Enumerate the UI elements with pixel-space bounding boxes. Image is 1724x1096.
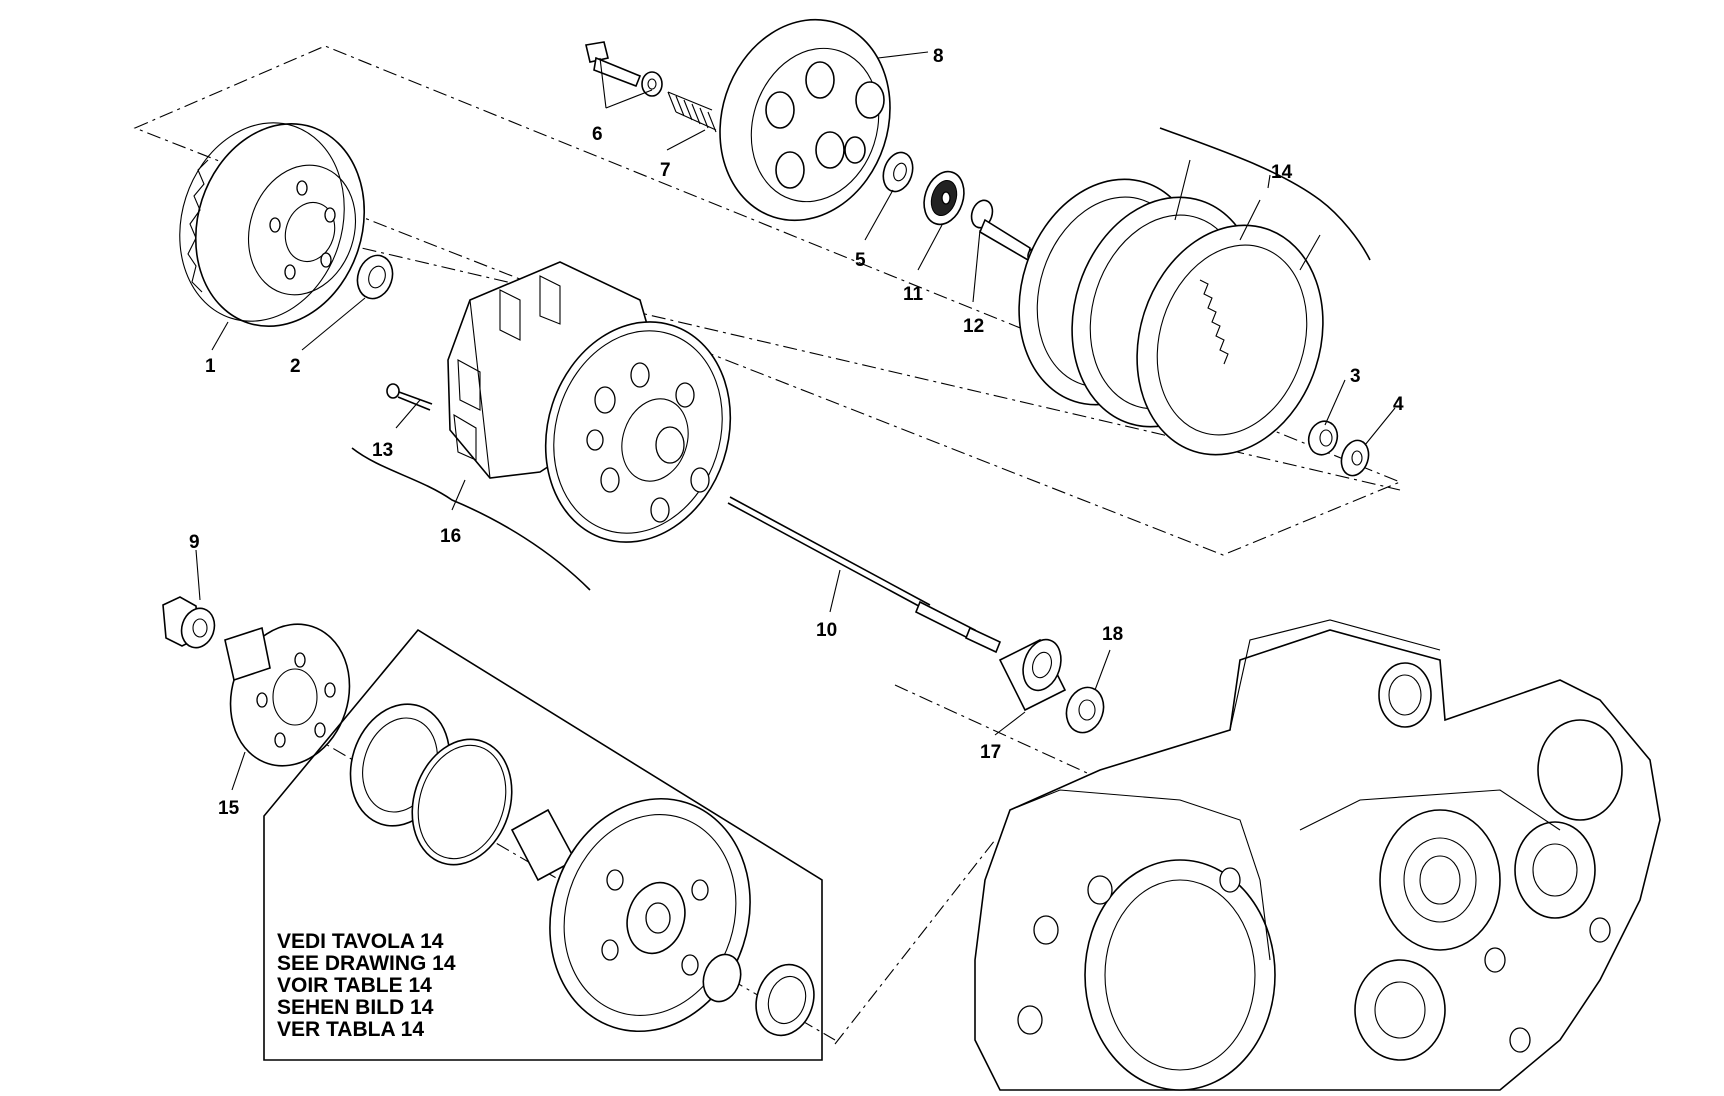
label-part-9: 9 [189,532,200,553]
part-labels: 1 2 3 4 5 6 7 8 9 10 11 12 13 14 15 16 1… [189,46,1404,819]
part-11-thrust-bearing [923,170,965,226]
assembly-outline [133,45,1402,556]
reference-inset [263,628,823,1061]
part-16-clutch-basket [447,261,732,543]
label-part-10: 10 [816,620,837,641]
part-4-lock-washer [1340,439,1370,477]
part-9-nut [162,596,216,649]
part-6-screw [585,41,663,97]
part-5-washer [882,151,914,193]
note-line-es: VER TABLA 14 [277,1018,424,1041]
part-18-washer [1065,686,1105,734]
part-7-spring [667,91,717,133]
label-part-1: 1 [205,356,216,377]
part-3-nut [1307,420,1339,456]
label-part-5: 5 [855,250,866,271]
part-14-clutch-plates [1018,178,1324,456]
label-part-8: 8 [933,46,944,67]
label-part-7: 7 [660,160,671,181]
note-line-it: VEDI TAVOLA 14 [277,930,444,953]
part-17-bush [998,638,1067,712]
part-10-pushrod [727,496,1002,654]
part-2-lock-washer [356,254,394,300]
part-12-pushrod-mushroom [970,199,1039,264]
label-part-2: 2 [290,356,301,377]
part-1-clutch-gear [179,122,366,327]
label-part-17: 17 [980,742,1001,763]
leader-lines [195,51,1396,791]
label-part-3: 3 [1350,366,1361,387]
label-part-11: 11 [903,284,924,305]
label-part-16: 16 [440,526,461,547]
reference-note: VEDI TAVOLA 14 SEE DRAWING 14 VOIR TABLE… [277,930,456,1041]
label-part-6: 6 [592,124,603,145]
label-part-15: 15 [218,798,240,819]
label-part-14: 14 [1271,162,1293,183]
part-15-gear [224,623,351,767]
label-part-4: 4 [1393,394,1404,415]
note-line-de: SEHEN BILD 14 [277,996,434,1019]
part-13-pin [386,383,433,411]
label-part-18: 18 [1102,624,1123,645]
label-part-13: 13 [372,440,393,461]
part-8-pressure-plate [719,18,891,222]
crankcase [974,619,1661,1091]
label-part-12: 12 [963,316,984,337]
note-line-fr: VOIR TABLE 14 [277,974,432,997]
note-line-en: SEE DRAWING 14 [277,952,456,975]
